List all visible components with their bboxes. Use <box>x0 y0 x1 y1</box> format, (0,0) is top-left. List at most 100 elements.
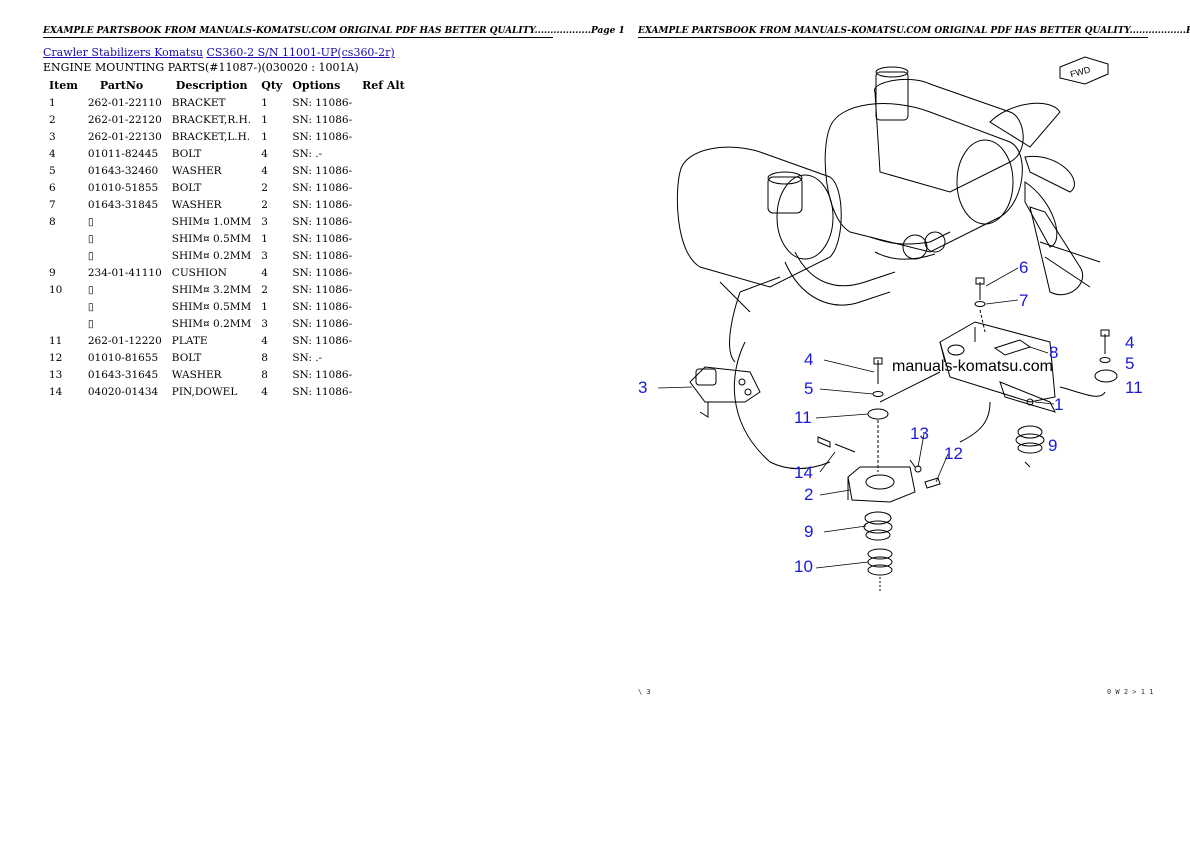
row-partno: 262-01-22130 <box>87 130 162 143</box>
row-description: SHIM¤ 1.0MM <box>171 215 252 228</box>
page-title: ENGINE MOUNTING PARTS(#11087-)(030020 : … <box>43 61 359 74</box>
table-row: 1 262-01-22110 BRACKET 1 SN: 11086- <box>43 94 409 111</box>
callout-label: 8 <box>1049 343 1058 362</box>
row-item: 13 <box>49 368 63 381</box>
row-qty: 4 <box>261 266 268 279</box>
fan-outline <box>989 102 1101 296</box>
row-qty: 4 <box>261 164 268 177</box>
row-partno: ▯ <box>87 317 94 330</box>
row-partno: ▯ <box>87 215 94 228</box>
row-description: BOLT <box>171 351 202 364</box>
callout-labels: 1 2 3 4 5 6 7 8 9 10 11 12 13 14 4 5 11 … <box>638 258 1143 576</box>
parts-table: Item PartNo Description Qty Options Ref … <box>43 76 409 400</box>
row-options: SN: 11086- <box>292 215 353 228</box>
row-options: SN: 11086- <box>292 96 353 109</box>
row-refalt <box>356 264 409 281</box>
row-options: SN: 11086- <box>292 385 353 398</box>
col-header-partno: PartNo <box>99 78 144 92</box>
breadcrumb-link-category[interactable]: Crawler Stabilizers Komatsu <box>43 46 203 59</box>
row-item <box>43 315 82 332</box>
row-partno: 01643-32460 <box>87 164 159 177</box>
col-header-refalt: Ref Alt <box>362 78 405 92</box>
row-item: 12 <box>49 351 63 364</box>
col-header-description: Description <box>175 78 248 92</box>
callout-label: 4 <box>804 350 813 369</box>
row-item: 3 <box>49 130 56 143</box>
row-description: SHIM¤ 0.2MM <box>171 249 252 262</box>
col-header-qty: Qty <box>261 78 283 92</box>
row-options: SN: 11086- <box>292 283 353 296</box>
row-description: BOLT <box>171 147 202 160</box>
bracket-left-part3 <box>689 366 761 418</box>
exploded-parts-diagram: FWD manuals-komatsu.com 1 2 3 4 5 6 7 8 … <box>638 56 1143 592</box>
row-options: SN: 11086- <box>292 181 353 194</box>
row-qty: 1 <box>261 130 268 143</box>
callout-label: 9 <box>1048 436 1057 455</box>
row-description: WASHER <box>171 164 222 177</box>
callout-label: 3 <box>638 378 647 397</box>
row-refalt <box>356 230 409 247</box>
row-options: SN: 11086- <box>292 113 353 126</box>
callout-label: 11 <box>794 408 812 427</box>
row-refalt <box>356 196 409 213</box>
row-options: SN: 11086- <box>292 334 353 347</box>
callout-label: 2 <box>804 485 813 504</box>
row-item <box>43 230 82 247</box>
row-item: 9 <box>49 266 56 279</box>
row-description: BRACKET <box>171 96 226 109</box>
row-refalt <box>356 349 409 366</box>
row-qty: 1 <box>261 96 268 109</box>
row-partno: 262-01-12220 <box>87 334 162 347</box>
row-partno: 262-01-22110 <box>87 96 162 109</box>
callout-label: 14 <box>794 463 813 482</box>
row-refalt <box>356 213 409 230</box>
bracket-part1 <box>939 321 1056 413</box>
row-qty: 8 <box>261 368 268 381</box>
row-item: 14 <box>49 385 63 398</box>
row-partno: ▯ <box>87 300 94 313</box>
row-item: 1 <box>49 96 56 109</box>
callout-label: 5 <box>1125 354 1134 373</box>
row-qty: 8 <box>261 351 268 364</box>
row-partno: ▯ <box>87 232 94 245</box>
row-refalt <box>356 298 409 315</box>
row-qty: 3 <box>261 249 268 262</box>
row-description: BRACKET,R.H. <box>171 113 252 126</box>
page2-header: EXAMPLE PARTSBOOK FROM MANUALS-KOMATSU.C… <box>638 26 1190 38</box>
cushion-part9 <box>863 511 893 541</box>
row-options: SN: 11086- <box>292 130 353 143</box>
row-partno: 262-01-22120 <box>87 113 162 126</box>
page2-footer-right: 0 W 2 > 1 1 <box>1107 688 1154 696</box>
row-partno: 01010-51855 <box>87 181 159 194</box>
row-qty: 4 <box>261 334 268 347</box>
callout-label: 7 <box>1019 291 1028 310</box>
row-qty: 4 <box>261 147 268 160</box>
row-options: SN: 11086- <box>292 317 353 330</box>
row-options: SN: 11086- <box>292 300 353 313</box>
row-description: PIN,DOWEL <box>171 385 238 398</box>
row-refalt <box>356 247 409 264</box>
row-partno: 01643-31845 <box>87 198 159 211</box>
row-refalt <box>356 179 409 196</box>
breadcrumb-link-model[interactable]: CS360-2 S/N 11001-UP(cs360-2r) <box>206 46 395 59</box>
row-item <box>43 247 82 264</box>
row-item: 7 <box>49 198 56 211</box>
row-qty: 1 <box>261 232 268 245</box>
callout-label: 5 <box>804 379 813 398</box>
row-refalt <box>356 281 409 298</box>
col-header-item: Item <box>49 78 78 92</box>
row-item: 5 <box>49 164 56 177</box>
callout-label: 4 <box>1125 333 1134 352</box>
row-item: 6 <box>49 181 56 194</box>
callout-label: 1 <box>1054 395 1063 414</box>
row-partno: 04020-01434 <box>87 385 159 398</box>
